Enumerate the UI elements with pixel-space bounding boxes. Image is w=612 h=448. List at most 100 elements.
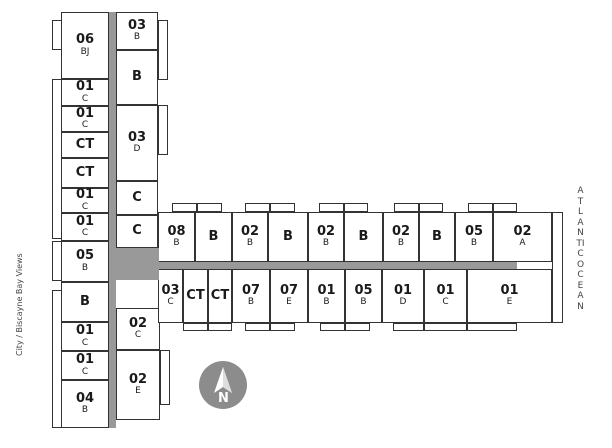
balcony	[270, 323, 295, 331]
unit-number: 07	[279, 282, 299, 298]
unit-number: 06	[75, 32, 95, 48]
unit-type: B	[397, 238, 405, 249]
unit-type: B	[322, 238, 330, 249]
unit[interactable]: C	[116, 215, 158, 248]
unit-number: 05	[354, 282, 373, 298]
balcony	[270, 203, 295, 212]
unit-number: 01	[75, 323, 95, 339]
unit-type: C	[81, 366, 89, 377]
unit-type: C	[81, 337, 89, 348]
unit-type: C	[81, 201, 89, 212]
unit[interactable]: CT	[61, 132, 109, 158]
unit-number: 01	[75, 213, 95, 229]
unit[interactable]: CT	[208, 269, 232, 323]
unit-number: 01	[75, 105, 95, 121]
east-view-label: ATLANTIC OCEAN	[576, 186, 585, 312]
balcony	[245, 323, 270, 331]
unit-type: D	[399, 297, 407, 308]
unit-type: E	[286, 297, 292, 308]
unit[interactable]: CT	[61, 158, 109, 188]
unit-number: B	[132, 69, 142, 85]
unit-number: 01	[393, 282, 413, 298]
balcony	[424, 323, 467, 331]
unit-number: 02	[128, 315, 148, 331]
unit-type: D	[133, 144, 141, 155]
unit-type: C	[81, 120, 89, 131]
unit-type: B	[81, 262, 89, 273]
unit-number: 03	[161, 282, 180, 298]
unit-number: CT	[186, 287, 205, 303]
unit-number: 02	[316, 223, 336, 239]
unit-type: B	[173, 238, 180, 249]
unit-number: 07	[241, 282, 261, 298]
unit-type: B	[81, 405, 89, 416]
unit[interactable]: B	[268, 212, 308, 262]
unit[interactable]: B	[344, 212, 383, 262]
balcony	[158, 105, 168, 155]
compass-north-label: N	[218, 391, 229, 406]
unit-number: 02	[240, 223, 260, 239]
balcony	[319, 203, 344, 212]
unit-number: C	[132, 223, 142, 239]
unit-type: BJ	[80, 46, 90, 57]
balcony	[158, 20, 168, 80]
unit[interactable]: B	[195, 212, 232, 262]
unit-type: B	[247, 297, 255, 308]
unit-number: 01	[436, 282, 455, 298]
unit[interactable]: B	[116, 50, 158, 105]
balcony	[393, 323, 424, 331]
north-arrow-icon	[214, 367, 232, 393]
balcony	[172, 203, 197, 212]
unit[interactable]: B	[419, 212, 455, 262]
unit-number: 03	[127, 17, 147, 33]
unit-number: 03	[127, 129, 147, 145]
unit-type: C	[81, 93, 89, 104]
unit-type: B	[246, 238, 254, 249]
unit-type: C	[134, 330, 142, 341]
balcony	[197, 203, 222, 212]
unit-type: B	[323, 297, 330, 308]
unit-type: C	[81, 228, 89, 239]
balcony	[394, 203, 419, 212]
unit[interactable]: C	[116, 181, 158, 215]
unit-number: 02	[513, 223, 532, 239]
unit-number: C	[132, 189, 142, 205]
balcony	[208, 323, 232, 331]
unit-number: 01	[75, 79, 95, 95]
unit[interactable]: B	[61, 282, 109, 322]
balcony	[493, 203, 517, 212]
unit[interactable]: CT	[183, 269, 208, 323]
balcony	[320, 323, 345, 331]
unit-number: B	[283, 228, 293, 244]
unit-number: B	[358, 228, 369, 244]
compass: N	[199, 361, 247, 409]
